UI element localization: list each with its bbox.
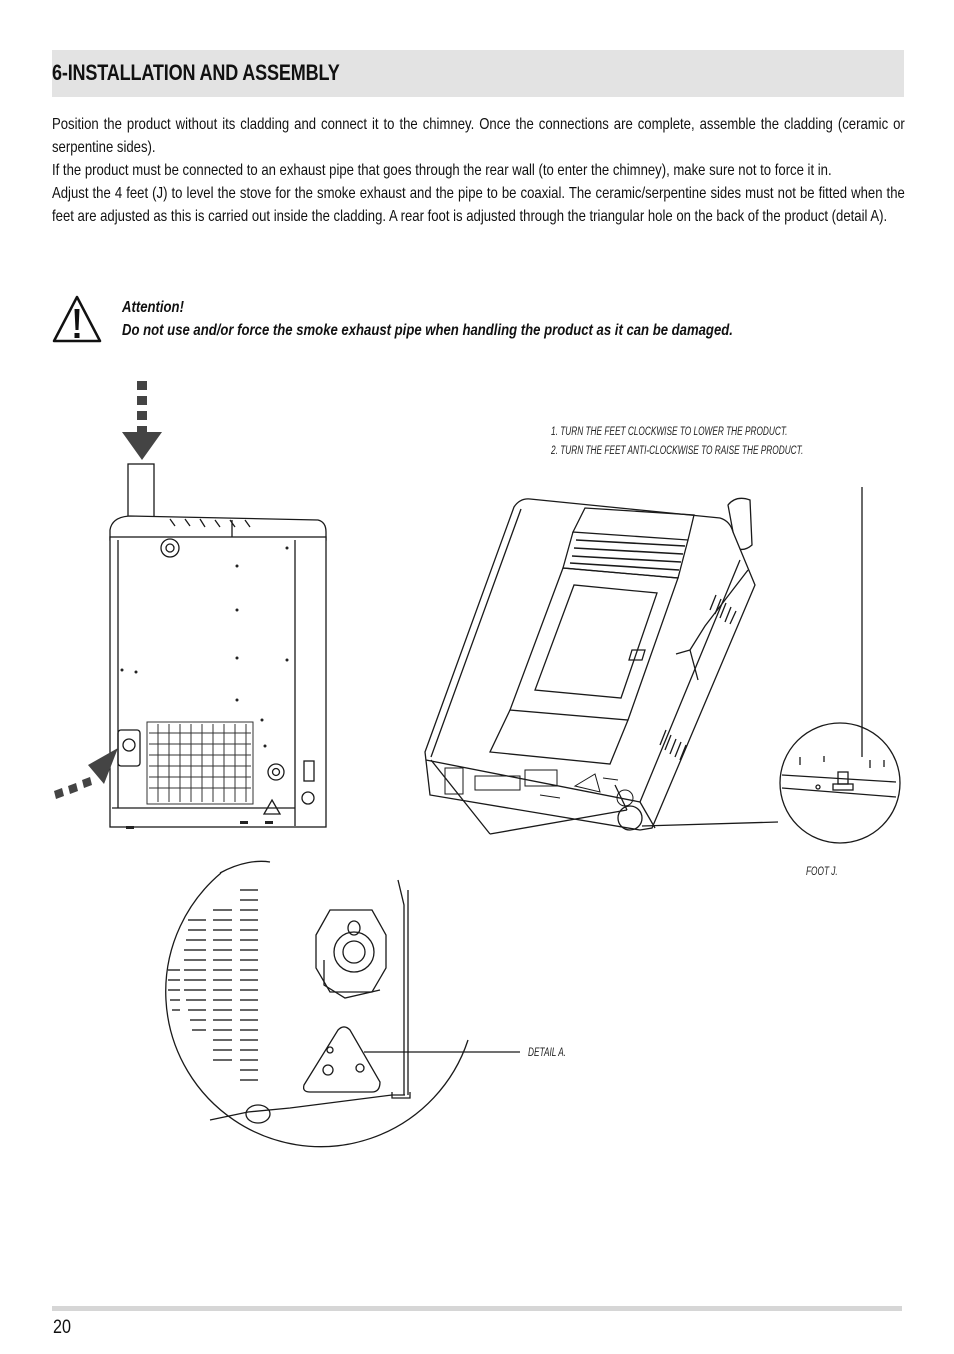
footer-rule [52,1306,902,1311]
caption-foot-j: FOOT J. [806,866,838,878]
detail-a-magnified [165,860,520,1148]
instruction-lower: 1. TURN THE FEET CLOCKWISE TO LOWER THE … [551,426,788,438]
section-header: 6-INSTALLATION AND ASSEMBLY [52,50,904,97]
page-number: 20 [53,1317,71,1338]
attention-title: Attention! [122,299,184,316]
attention-block: Attention! Do not use and/or force the s… [122,296,860,342]
attention-text: Do not use and/or force the smoke exhaus… [122,322,733,339]
body-text: Position the product without its claddin… [52,113,905,228]
caption-detail-a: DETAIL A. [528,1047,567,1059]
stove-isometric-view [424,487,901,844]
stove-rear-view [54,381,327,829]
section-title: 6-INSTALLATION AND ASSEMBLY [52,60,340,85]
warning-triangle-icon [52,295,102,343]
paragraph-3: Adjust the 4 feet (J) to level the stove… [52,185,905,225]
paragraph-1: Position the product without its claddin… [52,116,905,156]
instruction-raise: 2. TURN THE FEET ANTI-CLOCKWISE TO RAISE… [551,445,804,457]
stove-illustration [54,381,901,1148]
paragraph-2: If the product must be connected to an e… [52,162,832,179]
